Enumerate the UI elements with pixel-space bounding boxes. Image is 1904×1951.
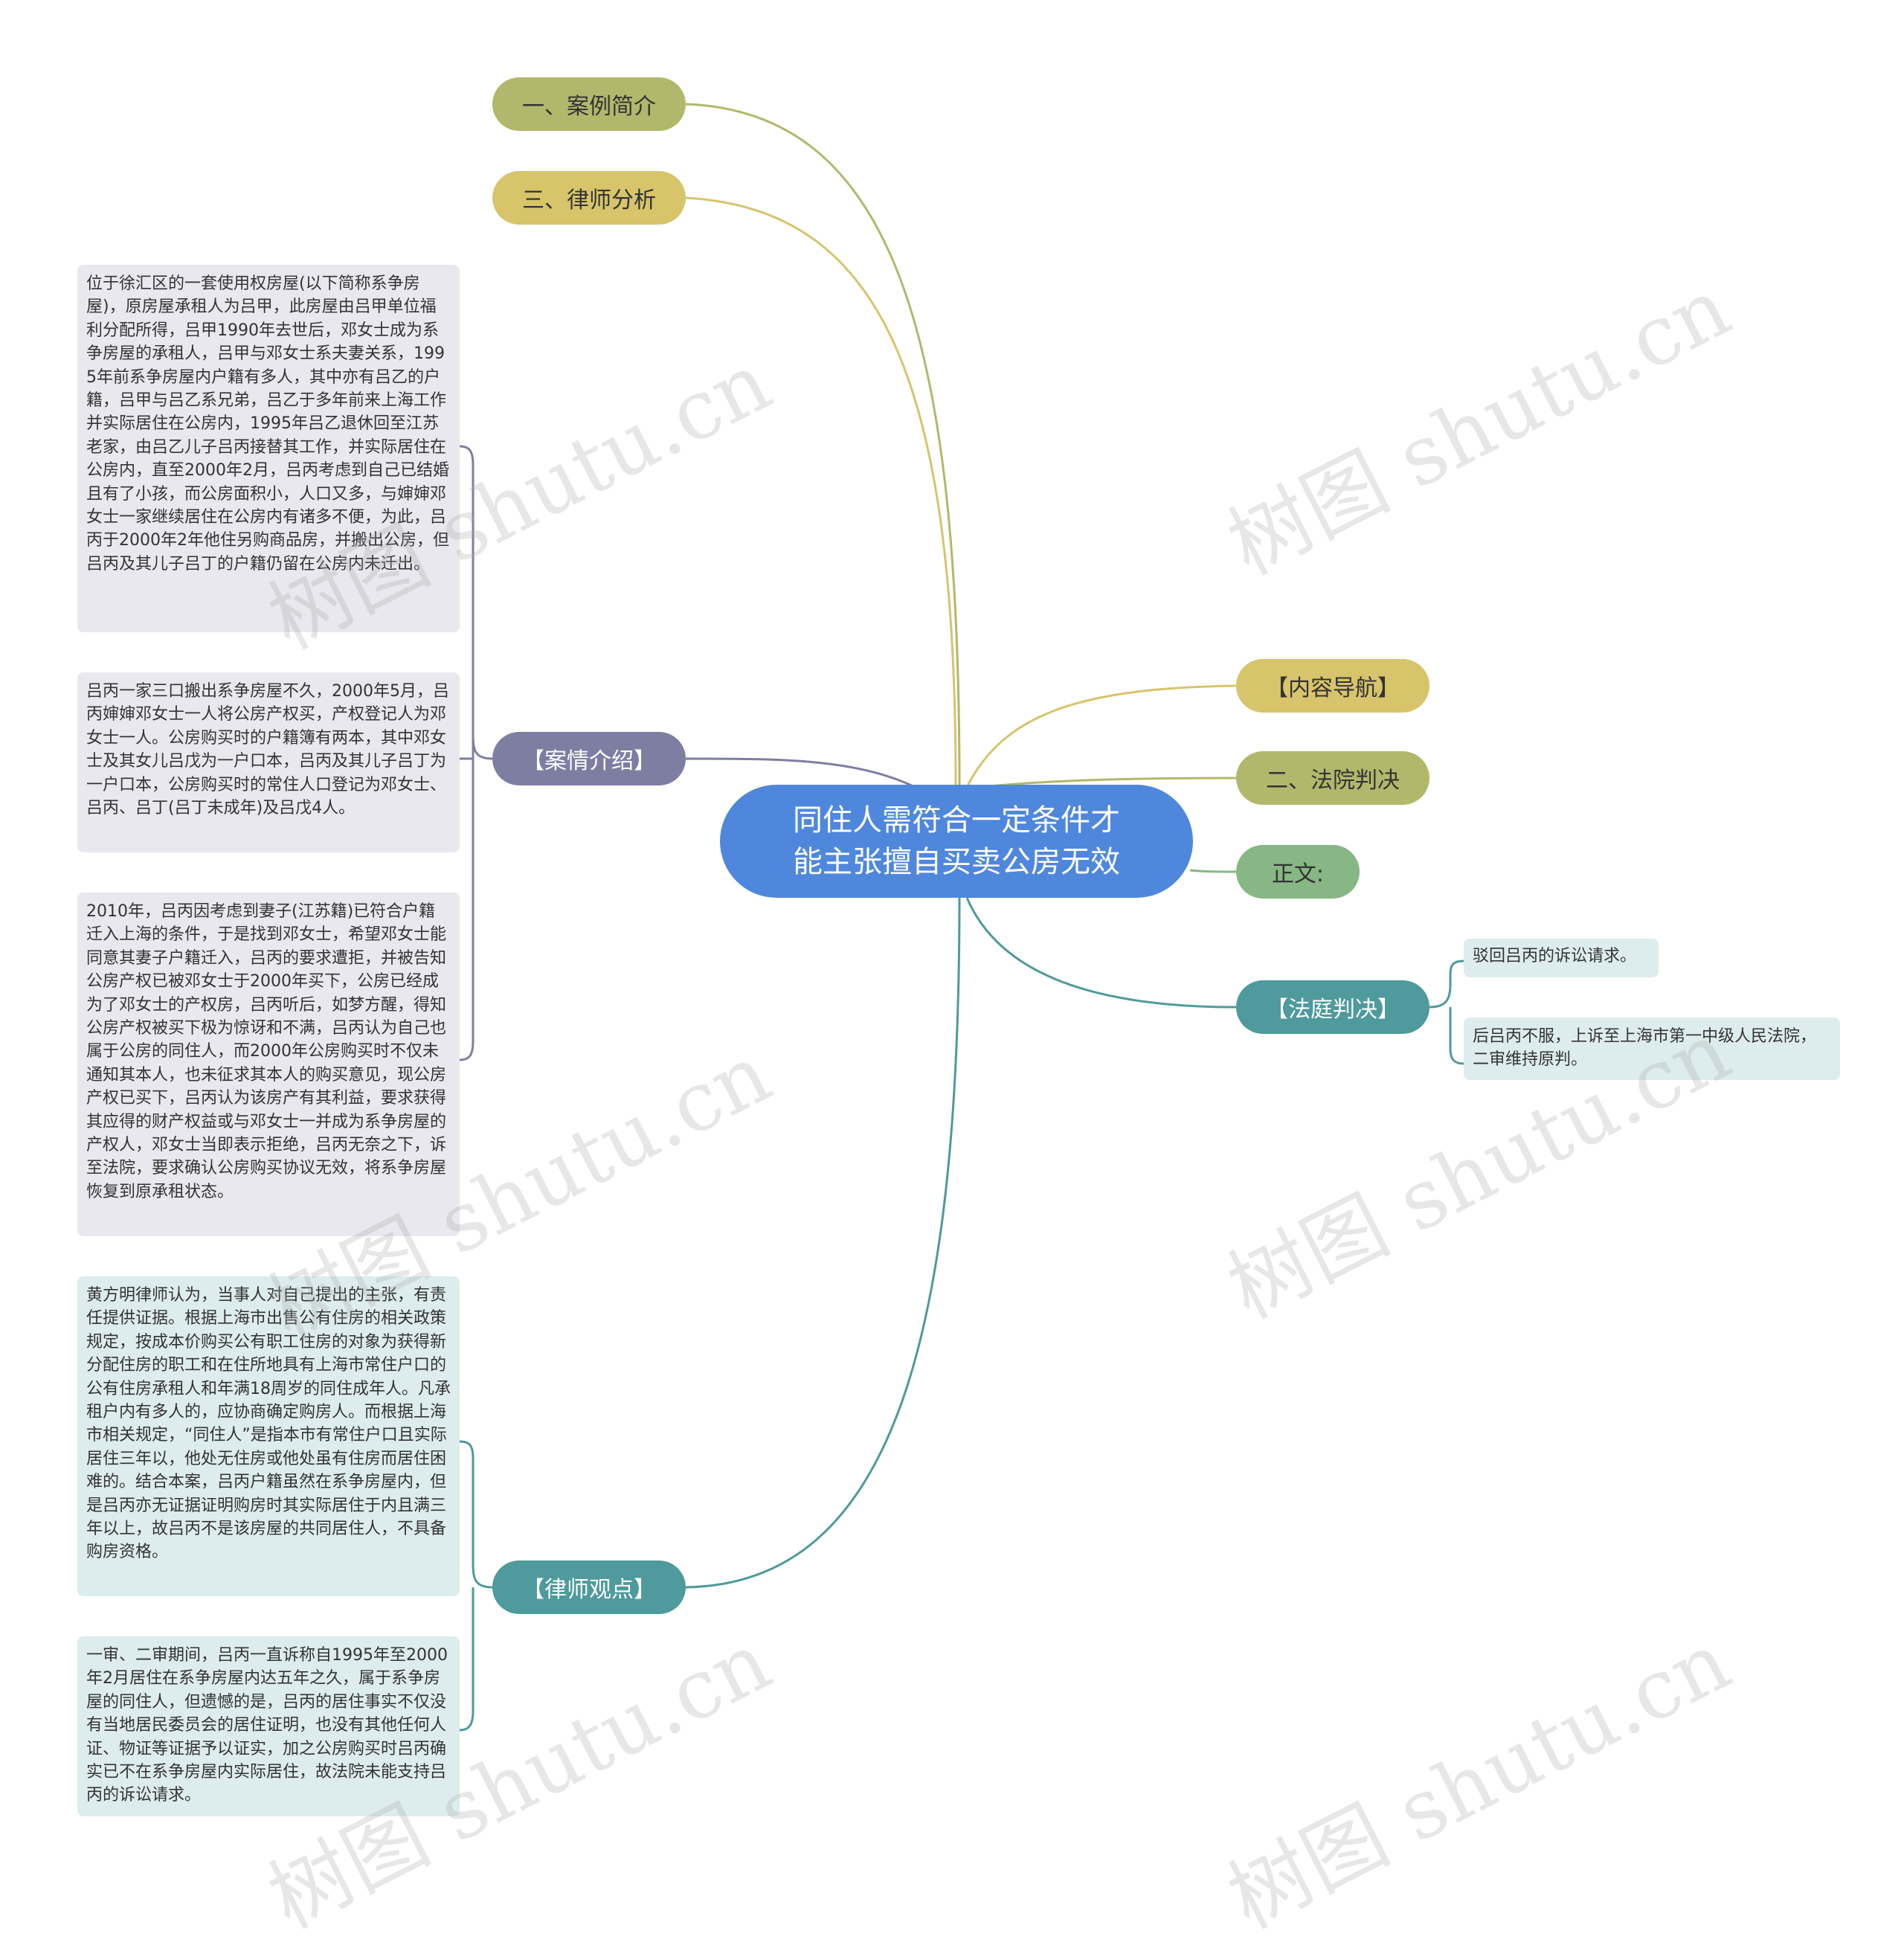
case-detail-text-3: 2010年，吕丙因考虑到妻子(江苏籍)已符合户籍迁入上海的条件，于是找到邓女士，…: [77, 893, 460, 1236]
link-content-nav: [965, 684, 1237, 788]
branch-court-ruling[interactable]: 二、法院判决: [1236, 751, 1429, 805]
case-detail-text-2: 吕丙一家三口搬出系争房屋不久，2000年5月，吕丙婶婶邓女士一人将公房产权买，产…: [77, 672, 460, 852]
branch-main-text[interactable]: 正文:: [1236, 845, 1360, 899]
lawyer-view-text-2: 一审、二审期间，吕丙一直诉称自1995年至2000年2月居住在系争房屋内达五年之…: [77, 1636, 460, 1816]
branch-content-nav[interactable]: 【内容导航】: [1236, 659, 1429, 713]
bracket-court-judgment: [1429, 960, 1464, 1065]
bracket-case-detail: [459, 445, 493, 1061]
judgment-text-2: 后吕丙不服，上诉至上海市第一中级人民法院，二审维持原判。: [1464, 1018, 1840, 1080]
link-case-intro: [685, 103, 961, 785]
link-main-text: [1189, 869, 1237, 873]
link-lawyer-view: [685, 897, 961, 1589]
branch-lawyer-analysis[interactable]: 三、律师分析: [492, 171, 686, 225]
branch-court-judgment[interactable]: 【法庭判决】: [1236, 980, 1429, 1034]
root-line-2: 能主张擅自买卖公房无效: [793, 845, 1120, 879]
branch-lawyer-view[interactable]: 【律师观点】: [492, 1561, 686, 1614]
root-topic[interactable]: 同住人需符合一定条件才 能主张擅自买卖公房无效: [720, 785, 1193, 898]
root-line-1: 同住人需符合一定条件才: [793, 803, 1120, 838]
branch-case-detail[interactable]: 【案情介绍】: [492, 732, 686, 785]
link-lawyer-analysis: [685, 196, 957, 785]
judgment-text-1: 驳回吕丙的诉讼请求。: [1464, 939, 1659, 977]
case-detail-text-1: 位于徐汇区的一套使用权房屋(以下简称系争房屋)，原房屋承租人为吕甲，此房屋由吕甲…: [77, 265, 460, 632]
branch-case-intro[interactable]: 一、案例简介: [492, 77, 686, 131]
link-court-judgment: [965, 897, 1237, 1009]
bracket-lawyer-view: [459, 1440, 493, 1732]
link-case-detail: [685, 757, 916, 788]
lawyer-view-text-1: 黄方明律师认为，当事人对自己提出的主张，有责任提供证据。根据上海市出售公有住房的…: [77, 1276, 460, 1596]
